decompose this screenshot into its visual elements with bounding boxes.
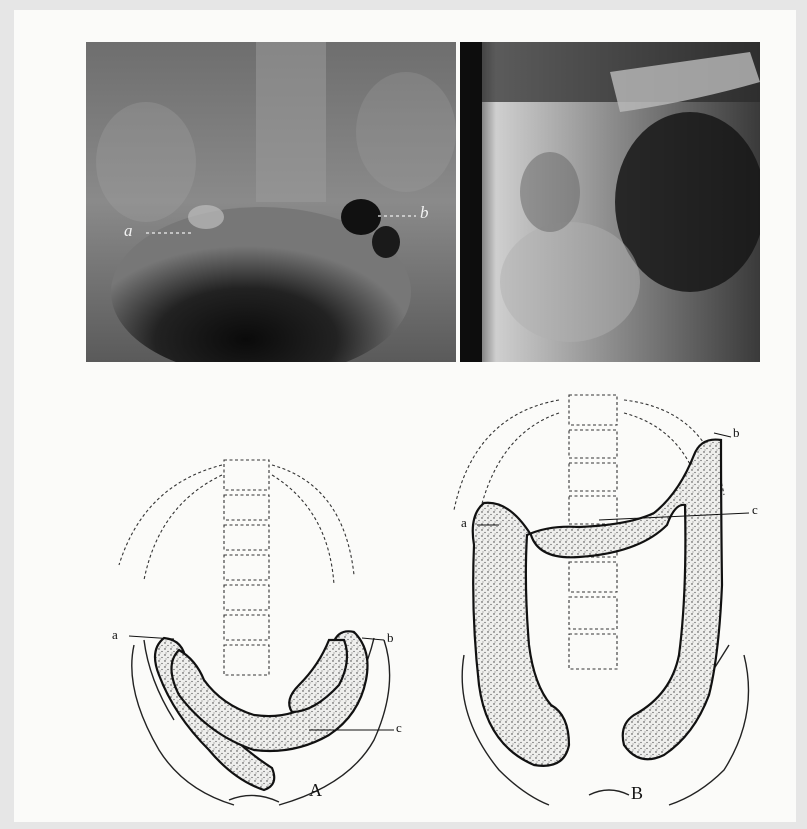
diagram-b-label-a: a: [461, 515, 467, 531]
xray-photo-left: a b: [86, 42, 456, 362]
diagram-a-label-a: a: [112, 627, 118, 643]
xray-photo-right: [460, 42, 760, 362]
diagram-a-label-c: c: [396, 720, 402, 736]
diagram-b-label-b: b: [733, 425, 740, 441]
diagram-a-label-b: b: [387, 630, 394, 646]
photo-label-a: a: [124, 222, 133, 239]
diagram-b-label-c: c: [752, 502, 758, 518]
document-page: a b: [14, 10, 796, 822]
diagram-a: a b c A: [104, 450, 434, 810]
photo-label-b: b: [420, 204, 429, 221]
diagram-b-panel-letter: B: [631, 783, 643, 804]
diagram-b: a b c B: [439, 385, 799, 815]
diagram-a-panel-letter: A: [309, 780, 322, 801]
